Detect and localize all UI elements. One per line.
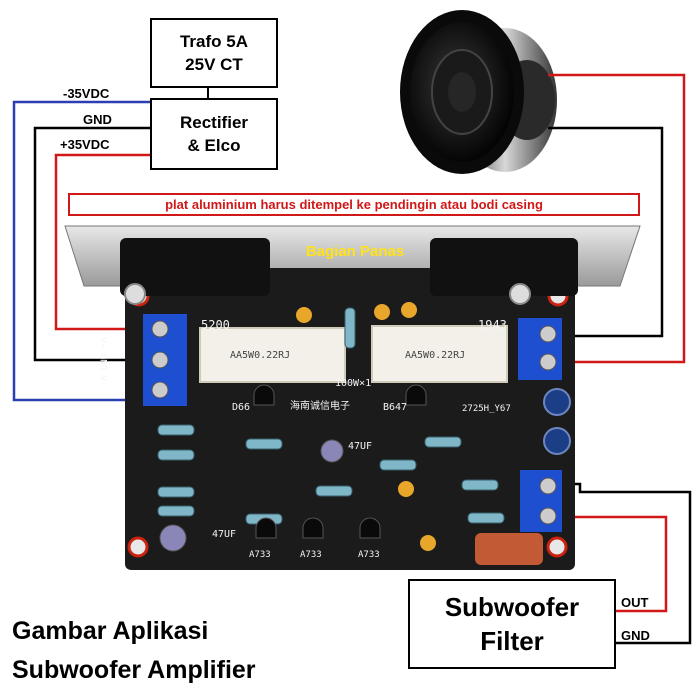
capacitor-label-lower: 47UF <box>212 529 237 540</box>
chip-label-3: A733 <box>358 550 380 560</box>
wire-label-neg-35vdc: -35VDC <box>63 86 110 101</box>
pcb-id-label: 2725H_Y67 <box>462 404 511 414</box>
wire-label-pos-35vdc: +35VDC <box>60 137 110 152</box>
electrolytic-capacitors <box>159 388 571 552</box>
resistor-label-right: AA5W0.22RJ <box>405 350 466 361</box>
left-driver-label: D66 <box>232 402 251 413</box>
wire-label-out-gnd: GND <box>621 628 650 643</box>
wire-speaker-black <box>548 126 664 338</box>
wire-neg-35vdc <box>12 100 160 402</box>
capacitor-label: 47UF <box>348 441 373 452</box>
supply-terminal-label: V+ GND V- <box>97 337 108 387</box>
subwoofer-speaker-image <box>400 10 557 174</box>
rectifier-label: Rectifier & Elco <box>179 113 249 155</box>
wire-pos-35vdc <box>54 153 160 331</box>
wire-label-gnd: GND <box>83 112 112 127</box>
caption-line-2: Subwoofer Amplifier <box>12 656 256 684</box>
subwoofer-filter-block: Subwoofer Filter <box>408 579 616 669</box>
power-label: 100W×1 <box>335 378 372 389</box>
caption-line-1: Gambar Aplikasi <box>12 617 209 645</box>
supply-terminal <box>143 314 187 406</box>
wire-gnd <box>33 126 160 362</box>
hot-zone-label: Bagian Panas <box>305 243 405 260</box>
power-transistor-left <box>120 238 270 305</box>
chip-label-2: A733 <box>300 550 322 560</box>
small-resistors <box>157 307 505 525</box>
trafo-label: Trafo 5A 25V CT <box>179 32 249 74</box>
transistor-label-right: 1943 <box>478 318 507 332</box>
trafo-block: Trafo 5A 25V CT <box>150 18 278 88</box>
ceramic-capacitors <box>296 302 436 551</box>
right-driver-label: B647 <box>383 402 408 413</box>
power-transistor-right <box>430 238 578 305</box>
transistor-label-left: 5200 <box>201 318 230 332</box>
plate-warning-note: plat aluminium harus ditempel ke pending… <box>68 193 640 216</box>
chip-label-1: A733 <box>249 550 271 560</box>
resistor-label-left: AA5W0.22RJ <box>230 350 291 361</box>
filter-label: Subwoofer Filter <box>444 592 580 656</box>
rectifier-block: Rectifier & Elco <box>150 98 278 170</box>
input-terminal <box>520 470 562 532</box>
wire-speaker-red <box>548 73 686 364</box>
wire-filter-out <box>548 515 668 613</box>
cement-resistors <box>199 325 508 383</box>
wire-label-out: OUT <box>621 595 649 610</box>
speaker-terminal <box>518 318 562 380</box>
chinese-brand-label: 海南诚信电子 <box>290 401 350 412</box>
small-transistors <box>253 384 427 539</box>
film-capacitor <box>475 533 543 565</box>
